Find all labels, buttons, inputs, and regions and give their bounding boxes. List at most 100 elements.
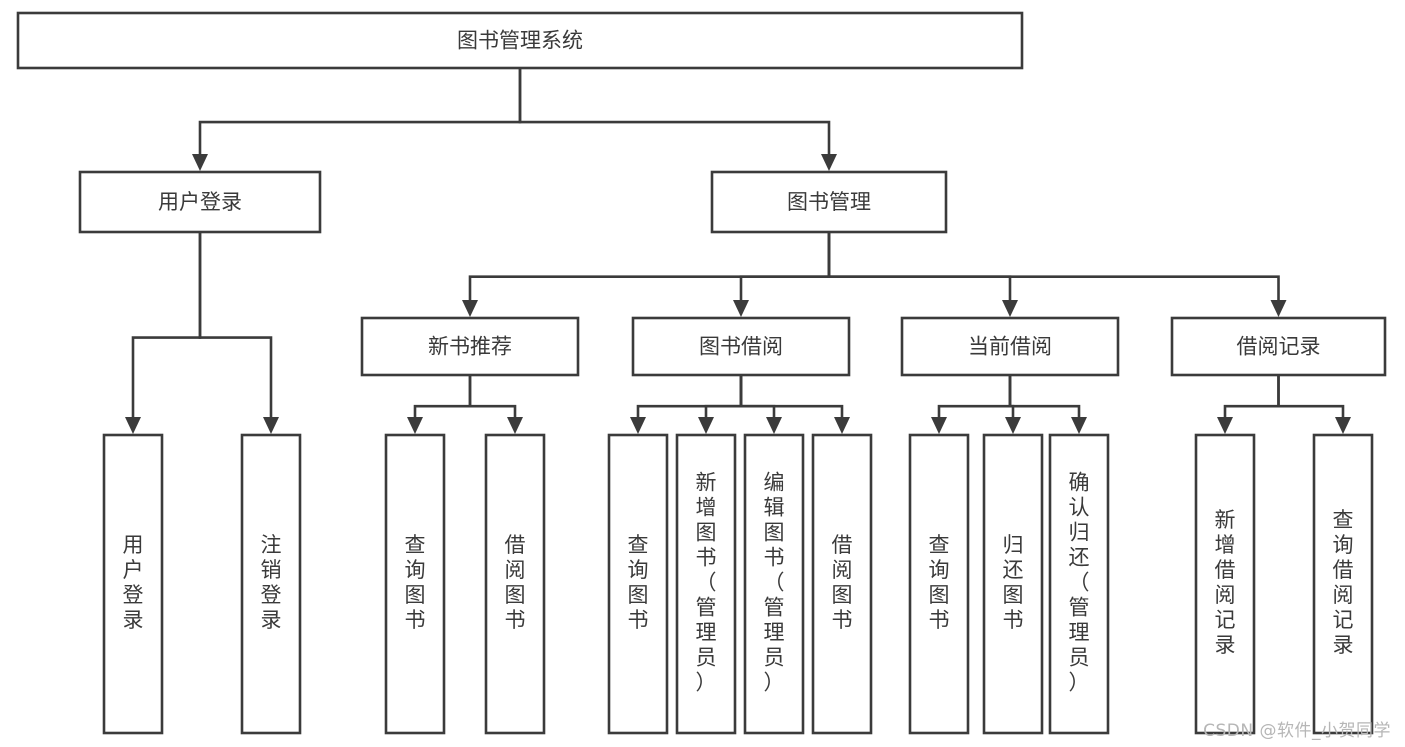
node-book-borrow[interactable]: 图书借阅 [631, 316, 851, 377]
connector-book-borrow-to-leaf-add-book [704, 375, 743, 422]
node-box-leaf-return-book [982, 433, 1044, 735]
node-leaf-query-book-rec[interactable]: 查询图书 [384, 433, 446, 735]
node-label-book-manage: 图书管理 [787, 190, 871, 214]
arrow-head-book-manage [821, 154, 837, 171]
arrow-head-leaf-logout [263, 417, 279, 434]
arrow-head-leaf-query-book-rec [407, 417, 423, 434]
node-label-root: 图书管理系统 [457, 29, 583, 53]
arrow-head-leaf-confirm-return [1071, 417, 1087, 434]
connector-root-to-book-manage [518, 68, 831, 159]
node-label-leaf-borrow-book: 借阅图书 [832, 533, 853, 632]
node-box-root [16, 11, 1024, 70]
arrow-head-leaf-borrow-book-rec [507, 417, 523, 434]
node-leaf-edit-book[interactable]: 编辑图书（管理员） [743, 433, 805, 735]
node-book-manage[interactable]: 图书管理 [710, 170, 948, 234]
node-borrow-record[interactable]: 借阅记录 [1170, 316, 1387, 377]
connector-book-borrow-to-leaf-query-book-borrow [636, 375, 743, 422]
arrow-head-leaf-user-login [125, 417, 141, 434]
node-label-leaf-query-book-rec: 查询图书 [405, 533, 426, 632]
node-label-leaf-add-record: 新增借阅记录 [1215, 508, 1236, 657]
connector-book-manage-to-book-borrow [739, 232, 831, 305]
node-box-book-manage [710, 170, 948, 234]
arrow-head-leaf-query-book-cur [931, 417, 947, 434]
arrow-head-new-book-recommend [462, 300, 478, 317]
arrow-head-leaf-add-book [698, 417, 714, 434]
connector-book-manage-to-current-borrow [827, 232, 1012, 305]
node-leaf-query-book-cur[interactable]: 查询图书 [908, 433, 970, 735]
arrow-head-current-borrow [1002, 300, 1018, 317]
node-box-leaf-edit-book [743, 433, 805, 735]
connector-book-borrow-to-leaf-borrow-book [739, 375, 844, 422]
node-label-leaf-add-book: 新增图书（管理员） [696, 471, 717, 695]
node-box-leaf-logout [240, 433, 302, 735]
node-label-leaf-user-login: 用户登录 [123, 533, 144, 632]
node-leaf-user-login[interactable]: 用户登录 [102, 433, 164, 735]
arrow-head-leaf-query-book-borrow [630, 417, 646, 434]
node-box-leaf-query-record [1312, 433, 1374, 735]
node-label-leaf-query-book-cur: 查询图书 [929, 533, 950, 632]
connector-book-manage-to-new-book-recommend [468, 232, 831, 305]
node-leaf-return-book[interactable]: 归还图书 [982, 433, 1044, 735]
node-box-leaf-borrow-book [811, 433, 873, 735]
arrow-head-book-borrow [733, 300, 749, 317]
node-box-current-borrow [900, 316, 1120, 377]
connector-layer [125, 68, 1351, 434]
connector-new-book-recommend-to-leaf-borrow-book-rec [468, 375, 517, 422]
node-new-book-recommend[interactable]: 新书推荐 [360, 316, 580, 377]
connector-root-to-user-login [198, 68, 522, 159]
connector-book-manage-to-borrow-record [827, 232, 1280, 305]
connector-user-login-to-leaf-user-login [131, 232, 202, 422]
arrow-head-leaf-query-record [1335, 417, 1351, 434]
connector-current-borrow-to-leaf-query-book-cur [937, 375, 1012, 422]
node-label-leaf-edit-book: 编辑图书（管理员） [764, 471, 785, 695]
node-label-leaf-confirm-return: 确认归还（管理员） [1069, 471, 1090, 695]
node-root[interactable]: 图书管理系统 [16, 11, 1024, 70]
node-box-leaf-user-login [102, 433, 164, 735]
node-leaf-query-book-borrow[interactable]: 查询图书 [607, 433, 669, 735]
node-label-leaf-query-book-borrow: 查询图书 [628, 533, 649, 632]
arrow-head-leaf-borrow-book [834, 417, 850, 434]
connector-user-login-to-leaf-logout [198, 232, 273, 422]
node-leaf-query-record[interactable]: 查询借阅记录 [1312, 433, 1374, 735]
connector-borrow-record-to-leaf-add-record [1223, 375, 1280, 422]
csdn-watermark: CSDN @软件_小贺同学 [1203, 721, 1391, 741]
node-box-leaf-add-book [675, 433, 737, 735]
node-label-borrow-record: 借阅记录 [1237, 335, 1321, 359]
node-box-book-borrow [631, 316, 851, 377]
node-label-leaf-query-record: 查询借阅记录 [1333, 508, 1354, 657]
node-label-leaf-return-book: 归还图书 [1003, 533, 1024, 632]
arrow-head-leaf-add-record [1217, 417, 1233, 434]
node-label-book-borrow: 图书借阅 [699, 335, 783, 359]
node-box-leaf-confirm-return [1048, 433, 1110, 735]
node-box-user-login [78, 170, 322, 234]
node-leaf-logout[interactable]: 注销登录 [240, 433, 302, 735]
node-box-leaf-query-book-rec [384, 433, 446, 735]
connector-book-borrow-to-leaf-edit-book [739, 375, 776, 422]
connector-new-book-recommend-to-leaf-query-book-rec [413, 375, 472, 422]
arrow-head-borrow-record [1270, 300, 1287, 317]
node-leaf-borrow-book-rec[interactable]: 借阅图书 [484, 433, 546, 735]
node-box-borrow-record [1170, 316, 1387, 377]
arrow-head-leaf-edit-book [766, 417, 782, 434]
node-current-borrow[interactable]: 当前借阅 [900, 316, 1120, 377]
node-box-leaf-query-book-cur [908, 433, 970, 735]
node-box-leaf-query-book-borrow [607, 433, 669, 735]
connector-current-borrow-to-leaf-confirm-return [1008, 375, 1081, 422]
node-leaf-confirm-return[interactable]: 确认归还（管理员） [1048, 433, 1110, 735]
node-box-leaf-borrow-book-rec [484, 433, 546, 735]
node-leaf-add-record[interactable]: 新增借阅记录 [1194, 433, 1256, 735]
node-leaf-add-book[interactable]: 新增图书（管理员） [675, 433, 737, 735]
node-user-login[interactable]: 用户登录 [78, 170, 322, 234]
node-layer: 图书管理系统用户登录图书管理新书推荐图书借阅当前借阅借阅记录用户登录注销登录查询… [16, 11, 1387, 735]
arrow-head-leaf-return-book [1005, 417, 1021, 434]
node-label-new-book-recommend: 新书推荐 [428, 335, 512, 359]
node-label-leaf-logout: 注销登录 [261, 533, 282, 632]
node-label-current-borrow: 当前借阅 [968, 335, 1052, 359]
node-box-new-book-recommend [360, 316, 580, 377]
node-box-leaf-add-record [1194, 433, 1256, 735]
node-label-leaf-borrow-book-rec: 借阅图书 [505, 533, 526, 632]
node-leaf-borrow-book[interactable]: 借阅图书 [811, 433, 873, 735]
connector-borrow-record-to-leaf-query-record [1277, 375, 1345, 422]
